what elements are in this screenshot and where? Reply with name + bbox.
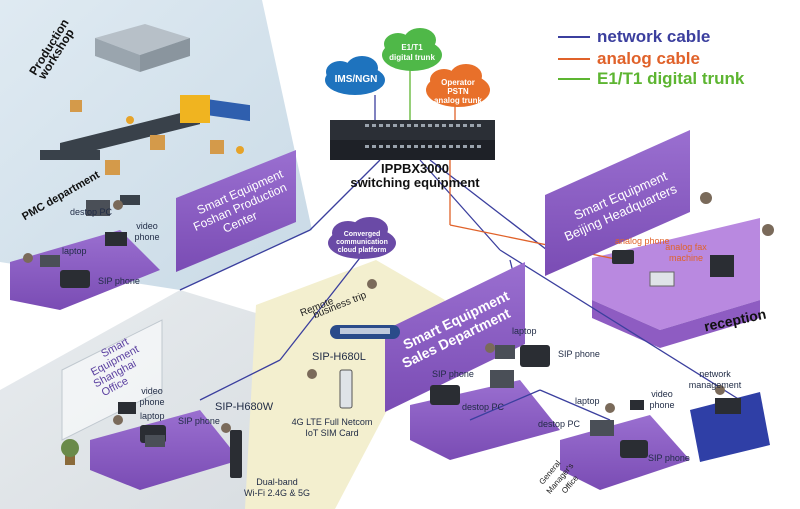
ims-cloud [325,56,385,95]
h680w-desc-2: Wi-Fi 2.4G & 5G [243,488,310,498]
shanghai-glass-panel [61,319,163,441]
h680w-label: SIP-H680W [215,401,274,413]
sh-video-label-1: video [141,386,163,396]
netmgmt-label-1: network [699,369,731,379]
factory-illustration [40,24,250,205]
sales-pc-label: destop PC [462,402,505,412]
converged-cloud-label-3: cloud platform [337,247,387,254]
legend-network-label: network cable [597,27,711,46]
e1t1-cloud-label-2: digital trunk [389,53,435,62]
bj-analog-label: analog phone [615,236,670,246]
foshan-banner [176,150,296,272]
bj-fax-label-2: machine [668,253,704,263]
pmc-video-label-2: phone [134,232,160,242]
legend-analog-label: analog cable [597,49,700,68]
device-icons [40,200,741,478]
plant-icon [61,439,79,465]
pstn-cloud-label-1: Operator [441,78,475,87]
sales-laptop-label: laptop [512,326,537,336]
sh-video-label-2: phone [139,397,165,407]
bj-fax-label-1: analog fax [665,242,707,252]
ims-cloud-label: IMS/NGN [334,74,378,85]
pstn-cloud-label-2: PSTN [447,87,469,96]
pmc-sip-label: SIP phone [98,276,140,286]
netmgmt-label-2: management [688,380,742,390]
reception-desk [592,218,760,330]
pmc-laptop-label: laptop [62,246,87,256]
sh-laptop-label: laptop [140,411,165,421]
pstn-cloud [426,64,490,107]
train-icon [330,325,400,339]
sales-sip2-label: SIP phone [432,369,474,379]
people-figures [23,192,774,433]
converged-cloud [328,217,396,259]
sh-sip-label: SIP phone [178,416,220,426]
gm-video-label-1: video [651,389,673,399]
netmgmt-platform [690,392,770,462]
reception-desk-front [592,300,760,348]
e1t1-cloud-label-1: E1/T1 [401,43,423,52]
shanghai-desk-platform [90,410,240,490]
h680l-label: SIP-H680L [312,351,366,363]
converged-cloud-label-2: communication [336,239,388,246]
gm-pc-label: destop PC [538,419,581,429]
sales-banner [385,262,525,412]
converged-cloud-label-1: Converged [343,231,381,238]
e1t1-cloud [382,28,442,71]
gm-video-label-2: phone [649,400,675,410]
lte-label-2: IoT SIM Card [305,428,359,438]
gm-sip-label: SIP phone [648,453,690,463]
pmc-pc-label: destop PC [70,207,113,217]
lte-label-1: 4G LTE Full Netcom [291,417,373,427]
pstn-cloud-label-3: analog trunk [433,96,482,105]
pmc-video-label-1: video [136,221,158,231]
ippbx-switch-device [330,120,495,160]
beijing-banner [545,130,690,276]
gm-laptop-label: laptop [575,396,600,406]
h680w-desc-1: Dual-band [256,477,298,487]
switch-name: IPPBX3000 [381,161,449,176]
cables [179,60,741,421]
switch-desc: switching equipment [350,175,480,190]
sales-sip1-label: SIP phone [558,349,600,359]
legend-e1t1-label: E1/T1 digital trunk [597,69,745,88]
